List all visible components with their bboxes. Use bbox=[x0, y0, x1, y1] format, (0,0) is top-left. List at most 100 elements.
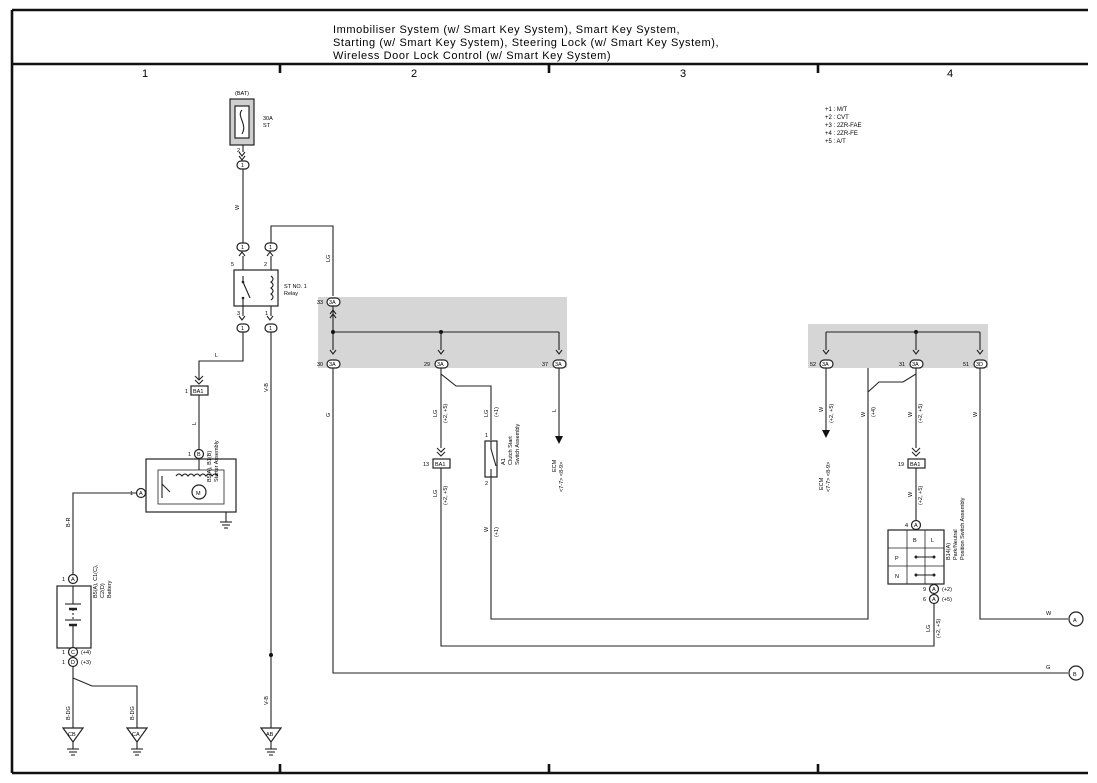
battery-cond-c: (+4) bbox=[81, 650, 91, 656]
pnp-conn-a5-letter: A bbox=[932, 597, 936, 603]
wire-label-vb: V-B bbox=[264, 383, 270, 392]
terminal-arrow-icon bbox=[329, 349, 337, 355]
title-line-1: Immobiliser System (w/ Smart Key System)… bbox=[333, 24, 680, 36]
motor-icon bbox=[191, 484, 207, 500]
wire-label-w-6: W bbox=[908, 491, 914, 497]
wire-label-w-4: W bbox=[861, 411, 867, 417]
junction-block-right bbox=[808, 324, 988, 368]
wire-label-w-7: W bbox=[973, 411, 979, 417]
terminal-arrow-icon bbox=[436, 451, 446, 457]
fuse-pin: 2 bbox=[237, 148, 240, 154]
wire-label-g-2: G bbox=[1046, 665, 1050, 671]
battery-pin-c: 1 bbox=[62, 650, 65, 656]
ecm-arrow-icon bbox=[822, 430, 830, 438]
wire-label-lg-5: LG bbox=[926, 625, 932, 632]
fuse-rating: 30A bbox=[263, 116, 273, 122]
ground-ab: AB bbox=[259, 727, 283, 756]
wire-label-lg-4: LG bbox=[433, 490, 439, 497]
title-line-2: Starting (w/ Smart Key System), Steering… bbox=[333, 37, 719, 49]
wire-label-l: L bbox=[215, 353, 218, 359]
clutch-pin-1: 1 bbox=[485, 433, 488, 439]
clutch-label-line1: A1 bbox=[501, 458, 507, 465]
relay-pin-2: 2 bbox=[264, 262, 267, 268]
wire-label-g: G bbox=[326, 413, 332, 417]
connector-relay-in-5-label: 1 bbox=[241, 245, 244, 251]
pnp-pin-a2: 9 bbox=[923, 587, 926, 593]
terminal-arrow-icon bbox=[266, 315, 274, 321]
terminal-arrow-icon bbox=[238, 155, 246, 161]
ground-cb: CB bbox=[61, 727, 85, 756]
wire-lg-clutch bbox=[440, 368, 492, 440]
starter-switch-icon bbox=[161, 483, 171, 493]
wire-cond-25-a: (+2, +5) bbox=[443, 404, 449, 423]
ground-ab-label: AB bbox=[266, 732, 274, 738]
wire-w-clutch-junction bbox=[490, 368, 869, 620]
battery-conn-a-letter: A bbox=[71, 577, 75, 583]
fuse-source-label: (BAT) bbox=[235, 91, 249, 97]
starter-label-line1: B5(A), B1(B) bbox=[207, 451, 213, 482]
battery-body bbox=[56, 585, 92, 649]
terminal-arrow-icon bbox=[555, 349, 563, 355]
battery-conn-d-letter: D bbox=[71, 660, 75, 666]
wire-label-w-5: W bbox=[908, 411, 914, 417]
note-3: +3 : 2ZR-FAE bbox=[825, 123, 862, 129]
junction-connector-33-label: 3A bbox=[329, 300, 336, 306]
starter-label-line2: Starter Assembly bbox=[214, 440, 220, 482]
column-number-3: 3 bbox=[680, 68, 686, 80]
starter-body bbox=[145, 458, 237, 513]
note-5: +5 : A/T bbox=[825, 139, 846, 145]
relay-pin-3: 3 bbox=[237, 311, 240, 317]
terminal-arrow-icon bbox=[976, 349, 984, 355]
battery-connector-c bbox=[67, 646, 79, 658]
junction-pin-31: 31 bbox=[899, 362, 905, 368]
junction-connector-37-label: 3A bbox=[555, 362, 562, 368]
clutch-switch-icon bbox=[490, 448, 497, 467]
junction-pin-30: 30 bbox=[317, 362, 323, 368]
terminal-arrow-icon bbox=[266, 251, 274, 257]
wire-w-junction-split bbox=[867, 368, 917, 393]
wire-label-lg-2: LG bbox=[433, 410, 439, 417]
wire-lg-ba1-pnp bbox=[440, 468, 935, 647]
starter-conn-b-letter: B bbox=[197, 452, 201, 458]
connector-relay-in-5 bbox=[236, 242, 250, 252]
connector-ba1-mid-label: BA1 bbox=[435, 462, 445, 468]
wire-label-l-2: L bbox=[192, 422, 198, 425]
terminal-arrow-icon bbox=[238, 151, 246, 157]
pnp-pin-top: 4 bbox=[905, 523, 908, 529]
battery-cond-d: (+3) bbox=[81, 660, 91, 666]
wire-label-bdg-2: B-DG bbox=[130, 706, 136, 720]
wire-label-lg: LG bbox=[326, 255, 332, 262]
relay-type: Relay bbox=[284, 291, 298, 297]
wire-lg-relay-junction bbox=[270, 225, 334, 296]
wire-label-w: W bbox=[235, 204, 241, 210]
pnp-conn-top-letter: A bbox=[914, 523, 918, 529]
junction-connector-31-label: 3A bbox=[912, 362, 919, 368]
connector-relay-out-1-label: 1 bbox=[269, 326, 272, 332]
junction-pin-33: 33 bbox=[317, 300, 323, 306]
junction-connector-52-label: 3A bbox=[822, 362, 829, 368]
ba1-pin-mid: 13 bbox=[423, 462, 429, 468]
ground-cb-label: CB bbox=[68, 732, 76, 738]
diagram-frame bbox=[10, 8, 1088, 775]
terminal-arrow-icon bbox=[194, 375, 204, 381]
wire-label-lg-3: LG bbox=[484, 410, 490, 417]
pnp-conn-a2-letter: A bbox=[932, 587, 936, 593]
battery-pin-top: 1 bbox=[62, 577, 65, 583]
wire-label-w-8: W bbox=[1046, 611, 1052, 617]
option-notes: +1 : M/T +2 : CVT +3 : 2ZR-FAE +4 : 2ZR-… bbox=[825, 107, 862, 145]
wire-cond-25-d: (+2, +5) bbox=[918, 404, 924, 423]
fuse-element-icon bbox=[239, 109, 245, 135]
connector-relay-out-3-label: 1 bbox=[241, 326, 244, 332]
wire-bdg-battery-ca bbox=[72, 677, 138, 728]
pnp-connector-a5 bbox=[928, 593, 940, 605]
battery-label-line1: B5(A), C1(C), bbox=[93, 564, 99, 598]
pnp-cell-p: P bbox=[895, 556, 899, 562]
terminal-arrow-icon bbox=[912, 349, 920, 355]
wire-cond-4: (+4) bbox=[871, 407, 877, 417]
wire-w-junction-offpage-a bbox=[979, 368, 1068, 620]
wire-cond-1: (+1) bbox=[494, 407, 500, 417]
solenoid-coil-icon bbox=[175, 473, 219, 477]
column-number-2: 2 bbox=[411, 68, 417, 80]
wire-cond-25-e: (+2, +5) bbox=[918, 486, 924, 505]
battery-connector-a bbox=[67, 573, 79, 585]
